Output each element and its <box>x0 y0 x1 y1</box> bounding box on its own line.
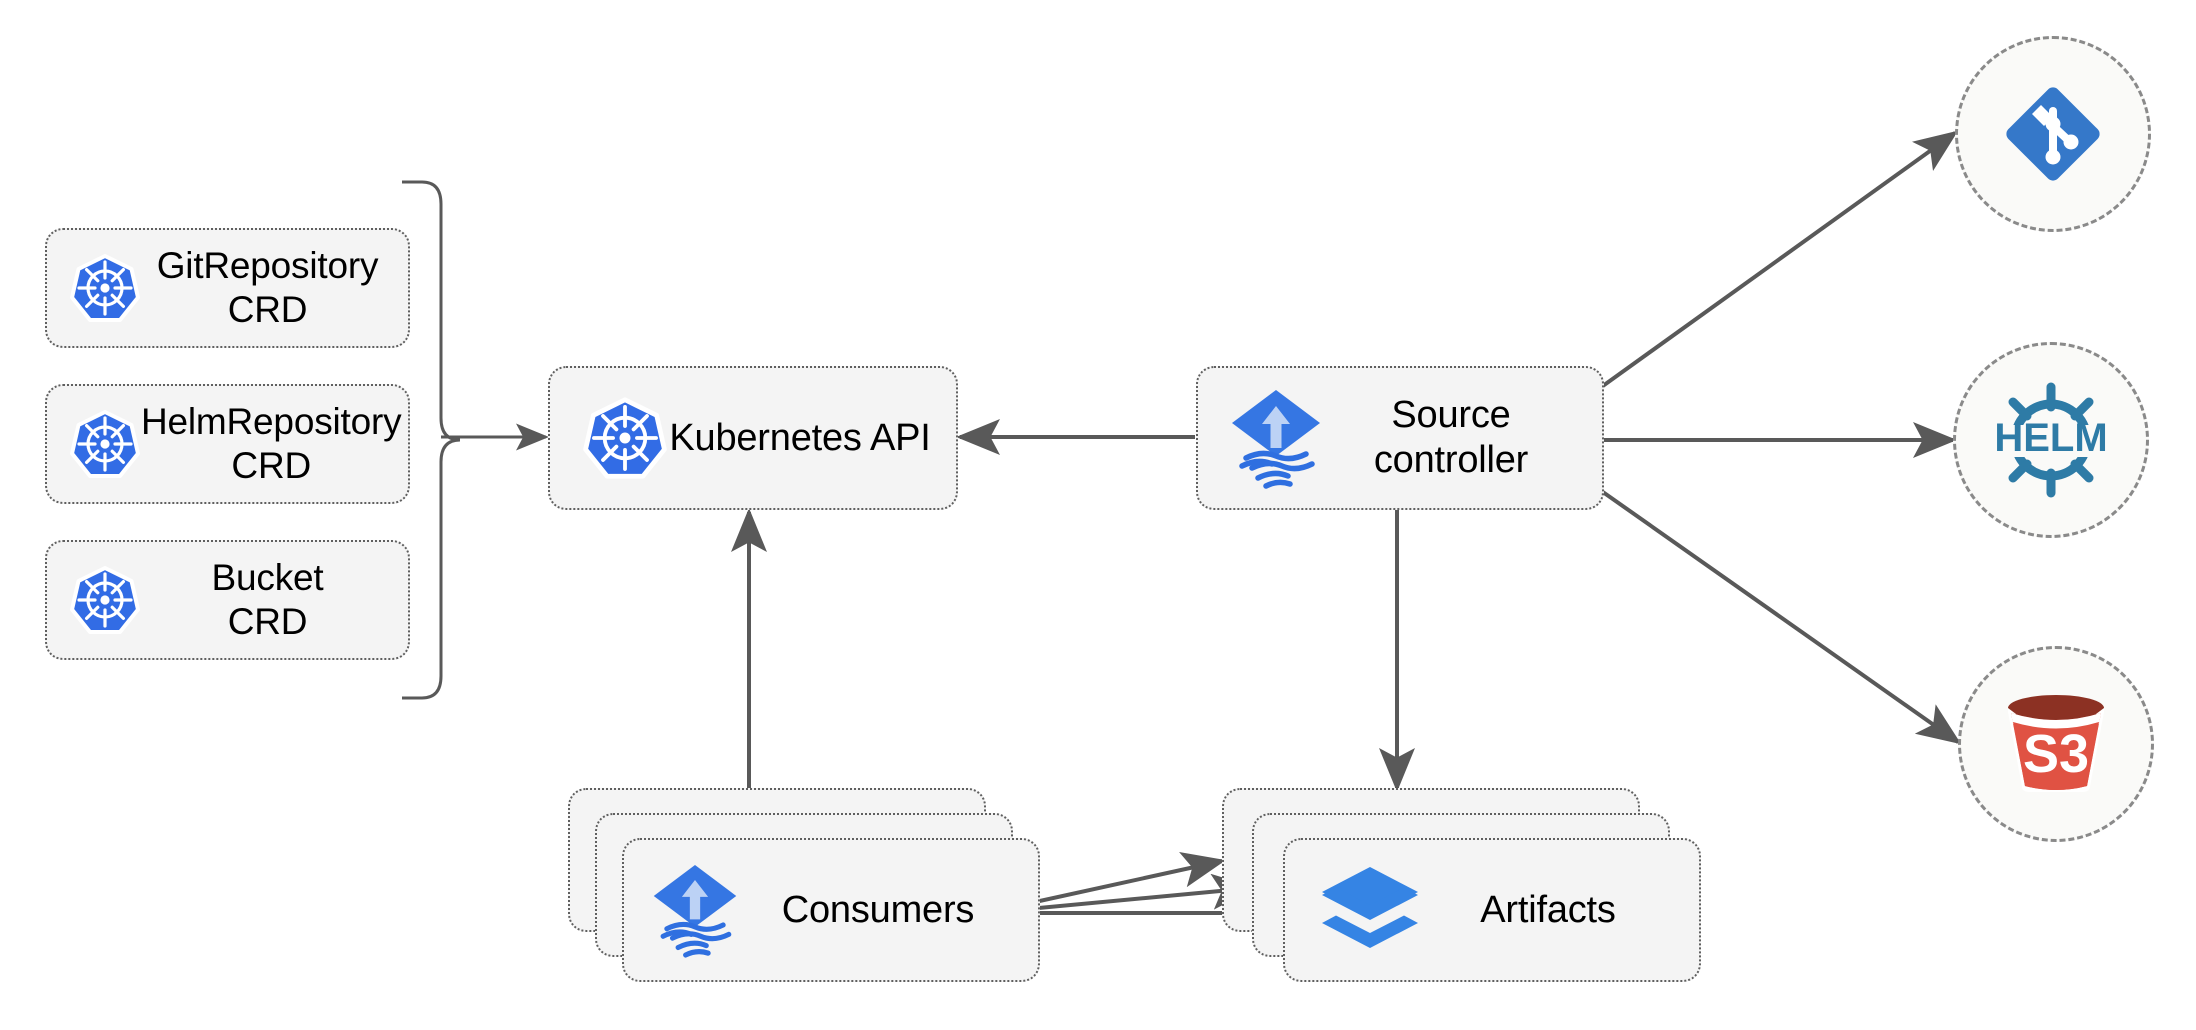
edge-source-controller-to-git <box>1598 130 1959 390</box>
kubernetes-icon <box>582 395 668 481</box>
s3-bucket-icon: S3 <box>1994 682 2118 806</box>
node-source-controller[interactable]: Source controller <box>1196 366 1604 510</box>
flux-icon <box>1228 386 1324 490</box>
kubernetes-icon <box>69 564 141 636</box>
edge-source-controller-to-s3 <box>1598 488 1962 745</box>
flux-icon <box>650 860 740 960</box>
crd-box-gitrepository[interactable]: GitRepository CRD <box>45 228 410 348</box>
source-circle-git[interactable] <box>1955 36 2151 232</box>
helm-icon: HELM <box>1986 375 2116 505</box>
layers-icon <box>1319 861 1421 959</box>
kubernetes-icon <box>69 408 141 480</box>
crd-label-helmrepository: HelmRepository CRD <box>141 401 402 486</box>
crd-group-bracket <box>400 180 461 700</box>
kubernetes-icon <box>69 252 141 324</box>
crd-label-gitrepository: GitRepository CRD <box>156 245 379 330</box>
source-circle-s3[interactable]: S3 <box>1958 646 2154 842</box>
git-icon <box>1996 77 2110 191</box>
node-label-source-controller: Source controller <box>1373 394 1529 481</box>
crd-label-bucket: Bucket CRD <box>211 557 324 642</box>
helm-label: HELM <box>1994 416 2107 460</box>
node-label-artifacts: Artifacts <box>1480 888 1616 931</box>
node-label-consumers: Consumers <box>781 888 975 931</box>
node-artifacts[interactable]: Artifacts <box>1283 838 1701 982</box>
crd-box-helmrepository[interactable]: HelmRepository CRD <box>45 384 410 504</box>
s3-label: S3 <box>2023 724 2089 784</box>
crd-box-bucket[interactable]: Bucket CRD <box>45 540 410 660</box>
node-consumers[interactable]: Consumers <box>622 838 1040 982</box>
node-kubernetes-api[interactable]: Kubernetes API <box>548 366 958 510</box>
source-circle-helm[interactable]: HELM <box>1953 342 2149 538</box>
node-label-kubernetes-api: Kubernetes API <box>669 416 931 459</box>
